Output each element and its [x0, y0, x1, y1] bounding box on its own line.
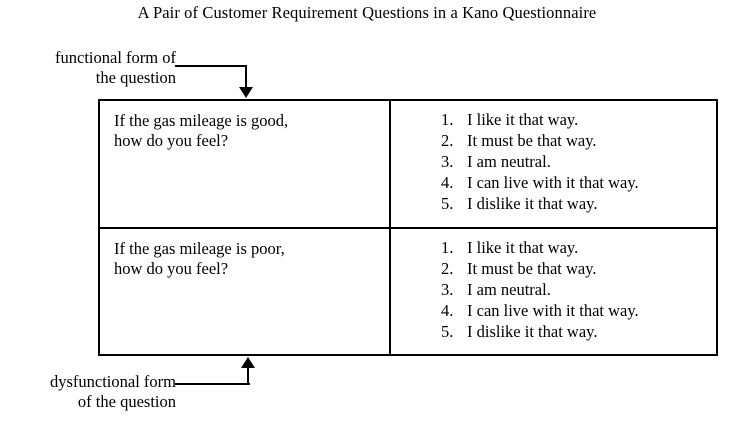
answer-text: I like it that way.: [467, 238, 579, 257]
callout-functional-line-1: functional form of: [55, 48, 176, 67]
answers-cell-functional: 1. I like it that way. 2. It must be that …: [389, 99, 718, 229]
list-item: 5. I dislike it that way.: [391, 321, 716, 342]
question-line-2: how do you feel?: [114, 259, 229, 278]
table-row: If the gas mileage is poor, how do you f…: [98, 227, 718, 356]
answer-text: It must be that way.: [467, 259, 597, 278]
answer-number: 4.: [441, 301, 454, 320]
answer-number: 5.: [441, 194, 454, 213]
answers-cell-dysfunctional: 1. I like it that way. 2. It must be that …: [389, 227, 718, 356]
list-item: 1. I like it that way.: [391, 237, 716, 258]
arrow-down-icon: [239, 87, 253, 98]
answer-list: 1. I like it that way. 2. It must be that …: [391, 229, 716, 342]
answer-number: 1.: [441, 238, 454, 257]
callout-functional-form: functional form of the question: [0, 48, 176, 88]
list-item: 5. I dislike it that way.: [391, 193, 716, 214]
arrow-up-icon: [241, 357, 255, 368]
answer-text: I am neutral.: [467, 280, 551, 299]
question-text: If the gas mileage is poor, how do you f…: [100, 229, 389, 279]
answer-number: 4.: [441, 173, 454, 192]
callout-functional-line-2: the question: [95, 68, 176, 87]
question-line-1: If the gas mileage is good,: [114, 111, 289, 130]
leader-line-dysfunctional-horizontal: [175, 383, 250, 385]
list-item: 3. I am neutral.: [391, 151, 716, 172]
answer-text: I am neutral.: [467, 152, 551, 171]
question-text: If the gas mileage is good, how do you f…: [100, 101, 389, 151]
answer-number: 3.: [441, 280, 454, 299]
answer-number: 2.: [441, 259, 454, 278]
question-line-1: If the gas mileage is poor,: [114, 239, 285, 258]
leader-line-functional-horizontal: [175, 65, 247, 67]
answer-text: I like it that way.: [467, 110, 579, 129]
answer-number: 1.: [441, 110, 454, 129]
list-item: 1. I like it that way.: [391, 109, 716, 130]
answer-text: It must be that way.: [467, 131, 597, 150]
list-item: 2. It must be that way.: [391, 130, 716, 151]
callout-dysfunctional-line-2: of the question: [77, 392, 176, 411]
answer-number: 2.: [441, 131, 454, 150]
answer-text: I can live with it that way.: [467, 301, 639, 320]
question-cell-dysfunctional: If the gas mileage is poor, how do you f…: [98, 227, 391, 356]
table-row: If the gas mileage is good, how do you f…: [98, 99, 718, 229]
list-item: 2. It must be that way.: [391, 258, 716, 279]
answer-number: 3.: [441, 152, 454, 171]
answer-text: I dislike it that way.: [467, 322, 598, 341]
list-item: 3. I am neutral.: [391, 279, 716, 300]
leader-line-dysfunctional-vertical: [247, 366, 249, 385]
page-title: A Pair of Customer Requirement Questions…: [137, 3, 597, 22]
answer-number: 5.: [441, 322, 454, 341]
list-item: 4. I can live with it that way.: [391, 172, 716, 193]
question-line-2: how do you feel?: [114, 131, 229, 150]
answer-list: 1. I like it that way. 2. It must be that …: [391, 101, 716, 214]
answer-text: I can live with it that way.: [467, 173, 639, 192]
question-cell-functional: If the gas mileage is good, how do you f…: [98, 99, 391, 229]
callout-dysfunctional-line-1: dysfunctional form: [49, 372, 176, 391]
leader-line-functional-vertical: [245, 65, 247, 89]
list-item: 4. I can live with it that way.: [391, 300, 716, 321]
callout-dysfunctional-form: dysfunctional form of the question: [0, 372, 176, 412]
questionnaire-table: If the gas mileage is good, how do you f…: [98, 99, 718, 356]
answer-text: I dislike it that way.: [467, 194, 598, 213]
